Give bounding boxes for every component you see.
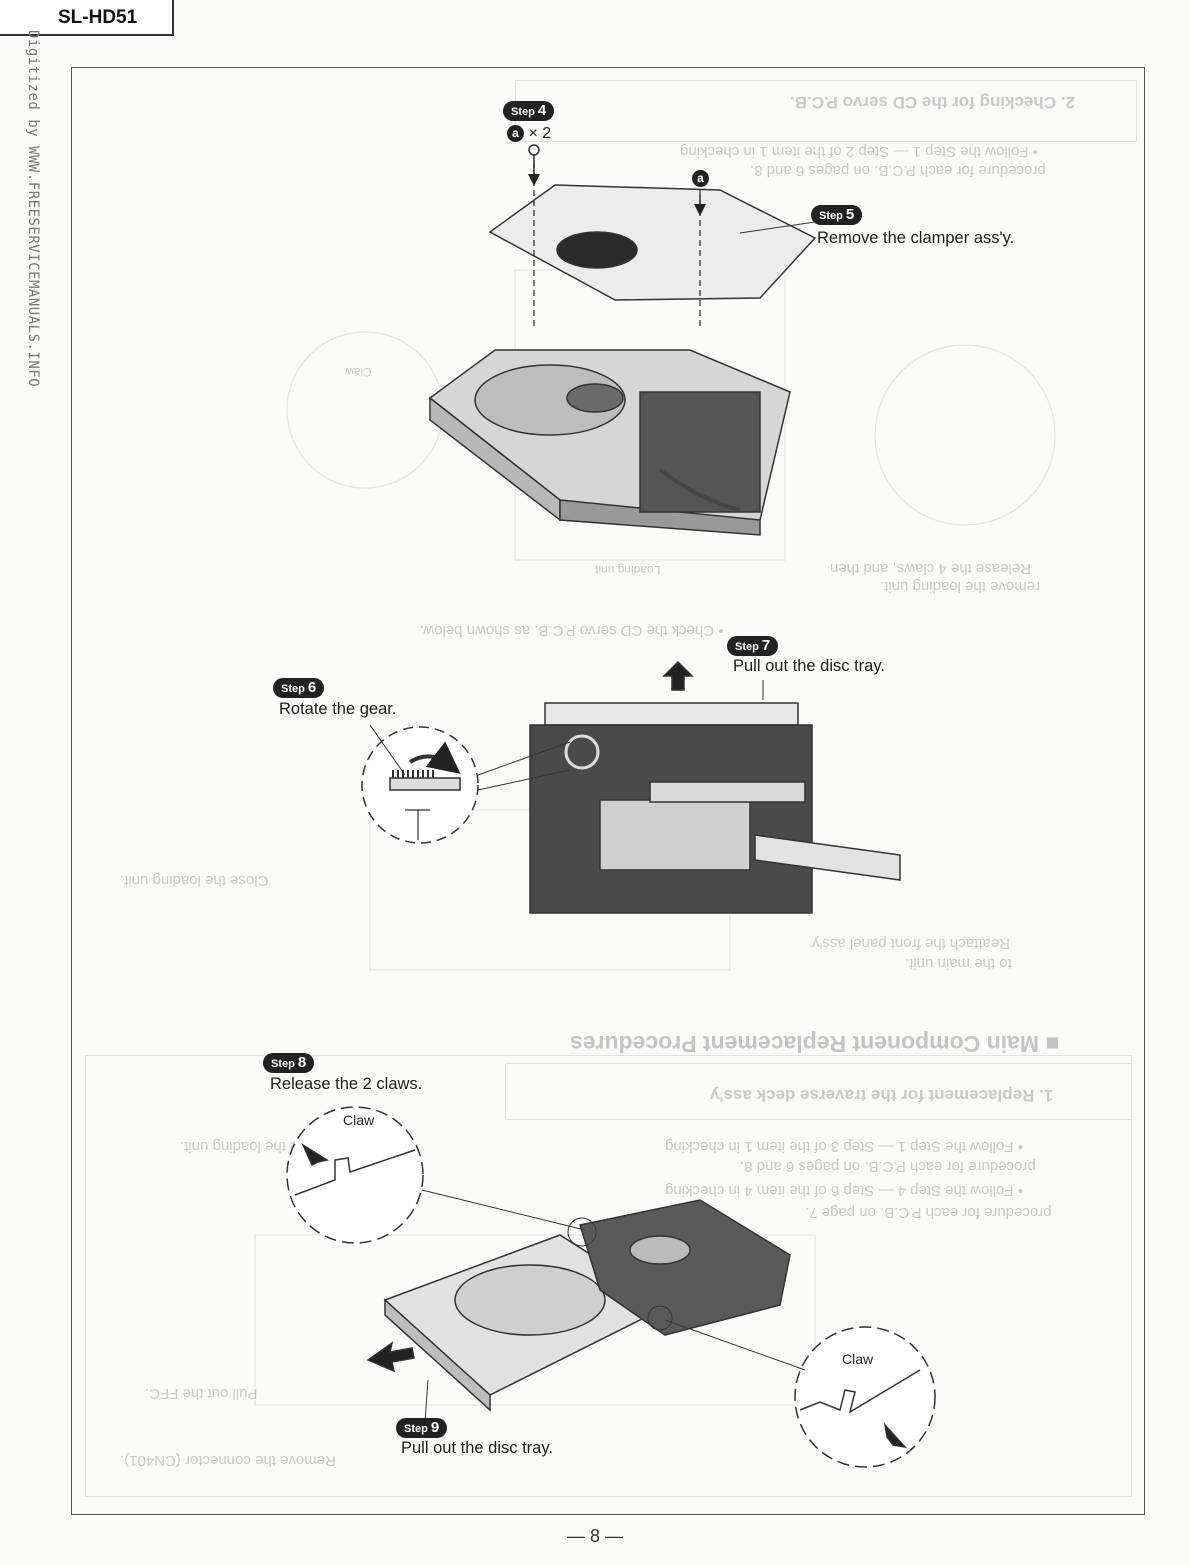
bottom-assembly-illustration — [286, 1106, 936, 1468]
step8-number: 8 — [297, 1054, 307, 1071]
model-tab: SL-HD51 — [0, 0, 174, 36]
step6-instruction: Rotate the gear. — [279, 700, 397, 718]
step6-badge-label: Step — [281, 683, 305, 695]
page-number: — 8 — — [566, 1526, 623, 1546]
screw-mark-callout: a — [692, 170, 709, 187]
screw-count: × 2 — [528, 125, 552, 142]
middle-assembly-illustration — [361, 660, 901, 914]
watermark: Digitized by WWW.FREESERVICEMANUALS.INFO — [25, 30, 41, 388]
step5-badge-label: Step — [819, 210, 843, 222]
ghost-lower-box — [85, 1055, 1132, 1497]
model-name: SL-HD51 — [58, 7, 138, 28]
step9-badge-label: Step — [404, 1423, 428, 1435]
step9-number: 9 — [430, 1419, 440, 1436]
content-frame — [71, 67, 1145, 1515]
step8-badge-label: Step — [271, 1058, 295, 1070]
step7-number: 7 — [761, 637, 771, 654]
step5-instruction: Remove the clamper ass'y. — [817, 229, 1015, 247]
step4-badge-label: Step — [511, 106, 535, 118]
ghost-subheading-box — [505, 1063, 1132, 1120]
step4-number: 4 — [537, 102, 547, 119]
top-assembly-illustration — [428, 144, 817, 536]
step9-instruction: Pull out the disc tray. — [401, 1439, 553, 1457]
step5-number: 5 — [845, 206, 855, 223]
claw-callout-upper: Claw — [343, 1112, 375, 1128]
claw-callout-lower: Claw — [842, 1351, 874, 1367]
step7-badge-label: Step — [735, 641, 759, 653]
screw-mark-icon: a — [507, 125, 524, 143]
step8-instruction: Release the 2 claws. — [270, 1075, 423, 1093]
step6-number: 6 — [307, 679, 317, 696]
step7-instruction: Pull out the disc tray. — [733, 657, 885, 675]
step4-screw-label: a × 2 — [507, 125, 551, 143]
